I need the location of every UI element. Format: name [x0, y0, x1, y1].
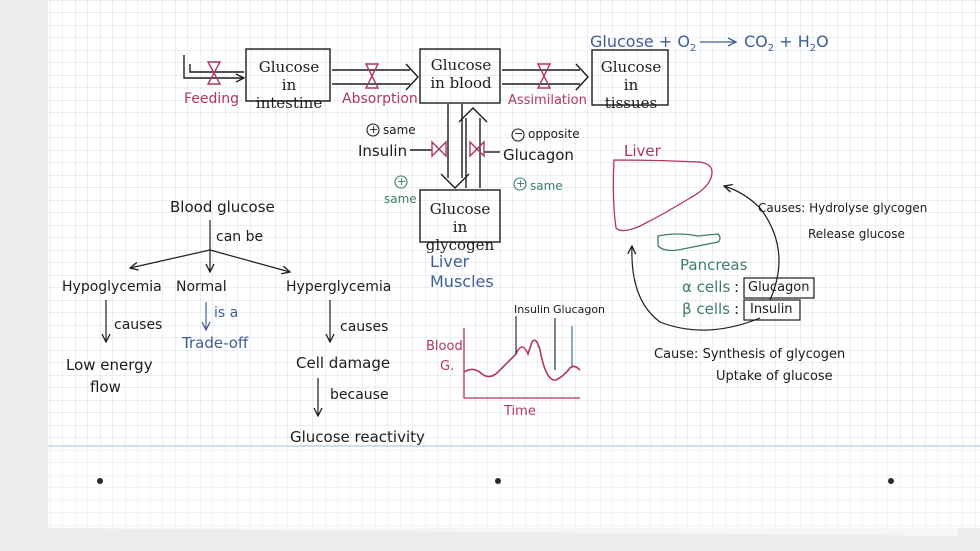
glucagon-effect-2: Release glucose	[808, 227, 905, 241]
equation-o: O	[816, 32, 829, 51]
assimilation-label: Assimilation	[508, 93, 587, 108]
hypo-result-line2: flow	[90, 378, 121, 396]
assimilation-valve	[536, 63, 552, 89]
equation-glucose: Glucose + O	[590, 32, 690, 51]
normal-result: Trade-off	[182, 334, 249, 352]
tree-hypo: Hypoglycemia	[62, 279, 162, 295]
glucagon-label: Glucagon	[503, 146, 574, 164]
tree-branch-hypo	[130, 249, 211, 268]
pancreas-label: Pancreas	[680, 256, 748, 274]
insulin-plus-circle	[366, 123, 380, 137]
tree-root: Blood glucose	[170, 198, 275, 216]
hyper-result: Cell damage	[296, 354, 391, 372]
glycogen-label: Glucose in glycogen	[425, 200, 495, 254]
page-dot-3	[888, 478, 894, 484]
tree-hyper: Hyperglycemia	[286, 279, 392, 295]
location-liver: Liver	[430, 252, 470, 271]
blood-label: Glucose in blood	[430, 56, 492, 92]
box-glycogen	[419, 189, 501, 243]
graph-ylabel-2: G.	[440, 359, 455, 374]
feeding-valve	[206, 61, 222, 85]
glucagon-cycle-arrow	[724, 186, 780, 301]
green-plus-left: +	[397, 175, 407, 188]
insulin-cycle-arrow	[632, 246, 761, 331]
insulin-same-label: same	[383, 123, 416, 137]
intestine-label: Glucose in intestine	[255, 58, 323, 112]
insulin-box	[743, 299, 801, 321]
glucagon-opposite-label: opposite	[528, 127, 580, 141]
alpha-colon: :	[734, 278, 740, 296]
respiration-equation: Glucose + O2	[590, 34, 696, 54]
glucagon-box	[743, 277, 815, 299]
glucose-graph	[463, 316, 581, 399]
insulin-uptake: Uptake of glucose	[716, 369, 833, 384]
graph-axes	[463, 328, 580, 399]
graph-marker-insulin: Insulin	[514, 303, 551, 316]
graph-ylabel-1: Blood	[426, 339, 463, 354]
beta-colon: :	[734, 300, 740, 318]
equation-o2-sub: 2	[689, 43, 697, 55]
liver-label: Liver	[624, 142, 661, 160]
green-plus-right-circle	[513, 177, 527, 191]
tissues-label: Glucose in tissues	[600, 58, 662, 112]
because-label: because	[330, 387, 389, 403]
pancreas-shape	[657, 233, 721, 252]
glucagon-effect-1: Causes: Hydrolyse glycogen	[758, 201, 928, 215]
insulin-plus-sign: +	[369, 123, 379, 136]
insulin-box-label: Insulin	[750, 302, 793, 317]
box-tissues	[591, 49, 669, 106]
absorption-label: Absorption	[342, 91, 418, 107]
reason-label: Glucose reactivity	[290, 428, 425, 446]
liver-shape	[612, 159, 713, 232]
feeding-label: Feeding	[184, 91, 240, 107]
graph-xlabel: Time	[504, 404, 536, 419]
insulin-label: Insulin	[358, 142, 408, 160]
beta-cells-label: β cells	[682, 300, 730, 318]
tree-normal: Normal	[176, 279, 227, 295]
equation-co2-sub: 2	[767, 43, 775, 55]
equation-co: CO	[744, 32, 768, 51]
green-same-right: same	[530, 179, 563, 193]
page-dot-1	[97, 478, 103, 484]
green-plus-left-circle	[394, 175, 408, 189]
box-blood	[419, 48, 501, 104]
green-plus-right: +	[516, 177, 526, 190]
glucagon-minus-circle	[511, 128, 525, 142]
insulin-cause: Cause: Synthesis of glycogen	[654, 347, 846, 362]
equation-h2-sub: 2	[809, 43, 817, 55]
alpha-cells-label: α cells	[682, 278, 731, 296]
hypo-result-line1: Low energy	[66, 356, 153, 374]
absorption-valve	[364, 63, 380, 89]
glucagon-box-label: Glucagon	[748, 280, 810, 295]
normal-is: is a	[214, 305, 239, 321]
page-dot-2	[495, 478, 501, 484]
paper-sheet	[48, 0, 980, 536]
hypo-causes: causes	[114, 317, 163, 333]
glucagon-minus-sign: −	[514, 127, 524, 140]
glycogenesis-arrow	[440, 104, 470, 189]
glycogenolysis-arrow	[458, 107, 488, 188]
tree-verb: can be	[216, 229, 264, 245]
glucose-curve	[463, 339, 581, 381]
tree-branch-hyper	[209, 249, 290, 272]
location-muscles: Muscles	[430, 272, 494, 291]
respiration-products: CO2 + H2O	[744, 34, 829, 54]
insulin-valve	[431, 140, 447, 158]
glucagon-valve	[469, 140, 485, 158]
absorption-arrow	[332, 63, 419, 91]
green-same-left: same	[384, 192, 417, 206]
hyper-causes: causes	[340, 319, 389, 335]
graph-marker-glucagon: Glucagon	[553, 303, 606, 316]
feeding-arrow	[183, 55, 244, 78]
equation-h: + H	[779, 32, 810, 51]
box-intestine	[245, 48, 331, 102]
